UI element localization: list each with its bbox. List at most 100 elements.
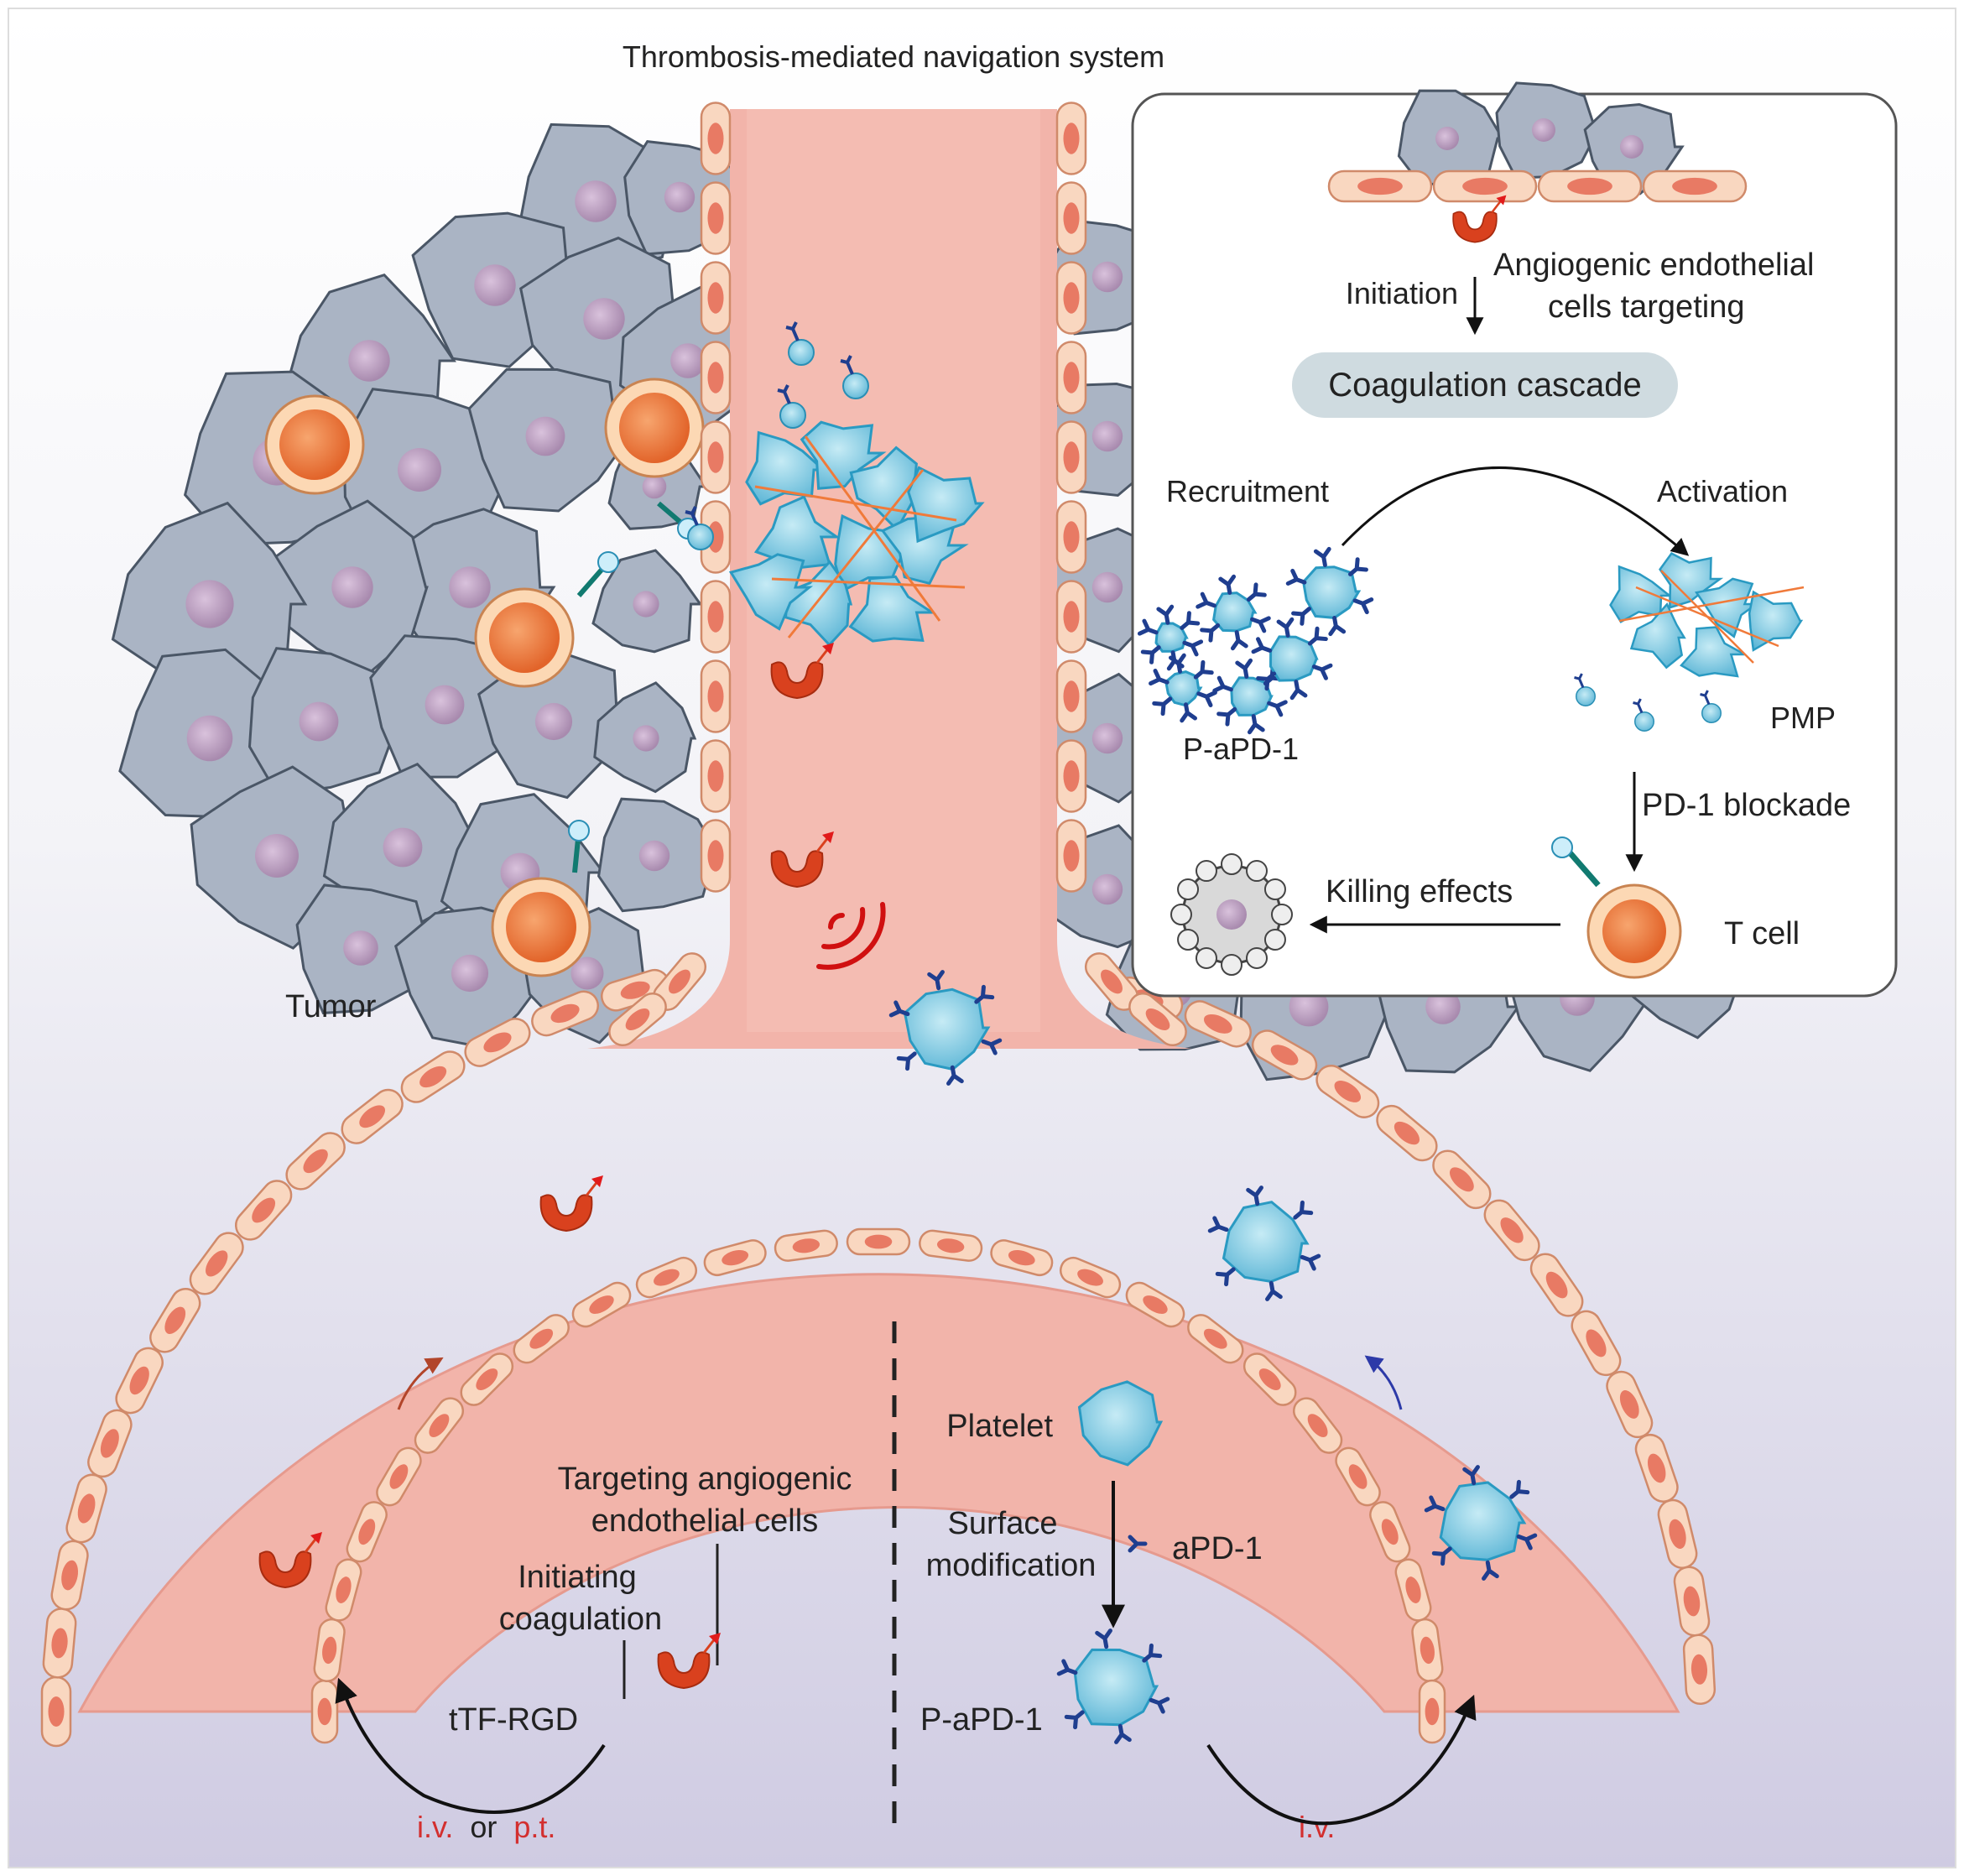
endothelial-cell-icon bbox=[700, 580, 732, 654]
tumor-nucleus bbox=[348, 340, 390, 382]
tumor-nucleus bbox=[638, 840, 670, 872]
endothelial-cell-icon bbox=[1055, 341, 1087, 414]
tumor-nucleus bbox=[1091, 571, 1123, 603]
tcell-label: T cell bbox=[1724, 916, 1800, 951]
activated-platelet-icon bbox=[1748, 590, 1804, 652]
activated-platelet-icon bbox=[1629, 602, 1686, 670]
tumor-nucleus bbox=[534, 702, 573, 741]
tumor-nucleus bbox=[664, 181, 695, 213]
endothelial-cell-icon bbox=[1335, 1446, 1381, 1507]
endothelial-cell-icon bbox=[1483, 1199, 1540, 1262]
platelet-icon bbox=[1077, 1380, 1164, 1467]
apoptotic-cell-icon bbox=[1170, 853, 1293, 976]
tumor-nucleus bbox=[1425, 989, 1461, 1024]
tumor-nucleus bbox=[1091, 873, 1123, 905]
endothelial-cell-icon bbox=[1055, 739, 1087, 813]
t-cell-nucleus bbox=[619, 393, 690, 463]
signal-waves-icon bbox=[816, 902, 886, 970]
endothelial-cell-icon bbox=[571, 1281, 632, 1328]
tumor-nucleus bbox=[633, 725, 659, 752]
pd1-blockade-label: PD-1 blockade bbox=[1642, 788, 1851, 823]
tumor-nucleus bbox=[331, 566, 373, 608]
tumor-label: Tumor bbox=[285, 989, 377, 1024]
surface-label-2: modification bbox=[926, 1548, 1097, 1583]
tumor-nucleus bbox=[583, 298, 625, 340]
endothelial-cell-icon bbox=[1125, 1281, 1185, 1328]
platelet-icon bbox=[1426, 1467, 1535, 1579]
angiogenic-label-2: cells targeting bbox=[1548, 289, 1744, 325]
fibrin-strand bbox=[804, 435, 941, 622]
endothelial-cell-icon bbox=[464, 1018, 531, 1067]
tumor-nucleus bbox=[1620, 135, 1644, 159]
platelet-icon bbox=[1253, 619, 1331, 697]
activated-platelet-icon bbox=[1680, 626, 1746, 678]
free-floating-agents bbox=[258, 641, 1535, 1743]
endothelial-cell-icon bbox=[1376, 1104, 1438, 1162]
tumor-nucleus bbox=[398, 448, 441, 492]
endothelial-cell-icon bbox=[1128, 992, 1187, 1047]
targeting-label-1: Targeting angiogenic bbox=[558, 1462, 852, 1497]
pmp-icon bbox=[1551, 836, 1573, 858]
route-iv-right: i.v. bbox=[1299, 1810, 1335, 1844]
endothelial-cell-icon bbox=[50, 1540, 89, 1611]
endothelial-cell-icon bbox=[1187, 1314, 1244, 1364]
endothelial-cell-icon bbox=[1055, 102, 1087, 175]
endothelial-cell-icon bbox=[1673, 1566, 1711, 1637]
endothelial-cell-icon bbox=[1059, 1256, 1122, 1299]
inset-art bbox=[1139, 81, 1805, 979]
endothelial-cell-icon bbox=[1432, 1149, 1492, 1210]
endothelial-cell-icon bbox=[1529, 1253, 1584, 1317]
endothelial-cell-icon bbox=[1055, 420, 1087, 494]
platelet-icon bbox=[1139, 607, 1201, 669]
initiating-label-1: Initiating bbox=[518, 1560, 637, 1595]
platelet-icon bbox=[1288, 549, 1372, 633]
pd1-link bbox=[1566, 849, 1601, 888]
initiating-label-2: coagulation bbox=[499, 1602, 662, 1637]
endothelial-cell-icon bbox=[990, 1239, 1054, 1277]
endothelial-cell-icon bbox=[115, 1347, 164, 1415]
tumor-nucleus bbox=[343, 930, 378, 966]
endothelial-cell-icon bbox=[40, 1675, 72, 1748]
endothelial-cell-icon bbox=[310, 1679, 339, 1744]
ttf-rgd-label: tTF-RGD bbox=[449, 1702, 578, 1738]
tumor-nucleus bbox=[474, 264, 516, 306]
endothelial-cell-icon bbox=[1327, 169, 1433, 203]
endothelial-cell-icon bbox=[341, 1088, 404, 1144]
endothelial-cell-icon bbox=[700, 420, 732, 494]
endothelial-cell-icon bbox=[1251, 1029, 1318, 1081]
tumor-nucleus bbox=[299, 701, 339, 742]
fibrin-strand bbox=[771, 577, 966, 589]
tumor-nucleus bbox=[186, 715, 233, 762]
bottom-papd1-label: P-aPD-1 bbox=[920, 1702, 1043, 1738]
thrombus-cluster bbox=[684, 320, 985, 647]
endothelial-cell-icon bbox=[700, 102, 732, 175]
platelet-icon bbox=[1151, 655, 1216, 721]
endothelial-cell-icon bbox=[1055, 261, 1087, 335]
endothelial-cell-icon bbox=[1055, 819, 1087, 893]
tumor-nucleus bbox=[451, 954, 489, 993]
activated-platelet-icon bbox=[728, 553, 814, 631]
platelet-icon bbox=[1059, 1631, 1168, 1743]
endothelial-cell-icon bbox=[1682, 1634, 1717, 1705]
tumor-nucleus bbox=[633, 591, 659, 618]
tumor-nucleus bbox=[570, 956, 604, 990]
endothelial-cell-icon bbox=[1055, 181, 1087, 255]
endothelial-cell-icon bbox=[149, 1287, 201, 1353]
platelet-label: Platelet bbox=[946, 1409, 1053, 1444]
activated-platelet-icon bbox=[753, 495, 841, 569]
apd1-label: aPD-1 bbox=[1172, 1531, 1263, 1566]
platelet-icon bbox=[891, 972, 1000, 1084]
endothelial-cell-icon bbox=[700, 341, 732, 414]
activated-platelet-icon bbox=[800, 420, 887, 490]
coagulation-pill bbox=[1292, 352, 1678, 418]
tumor-nucleus bbox=[383, 827, 423, 868]
endothelial-cell-icon bbox=[1055, 500, 1087, 574]
activated-platelet-icon bbox=[907, 466, 985, 544]
endothelial-cell-icon bbox=[1055, 580, 1087, 654]
endothelial-cell-icon bbox=[531, 990, 599, 1037]
t-cell-nucleus bbox=[489, 602, 560, 673]
endothelial-cell-icon bbox=[774, 1229, 838, 1262]
tumor-nucleus bbox=[255, 834, 299, 878]
